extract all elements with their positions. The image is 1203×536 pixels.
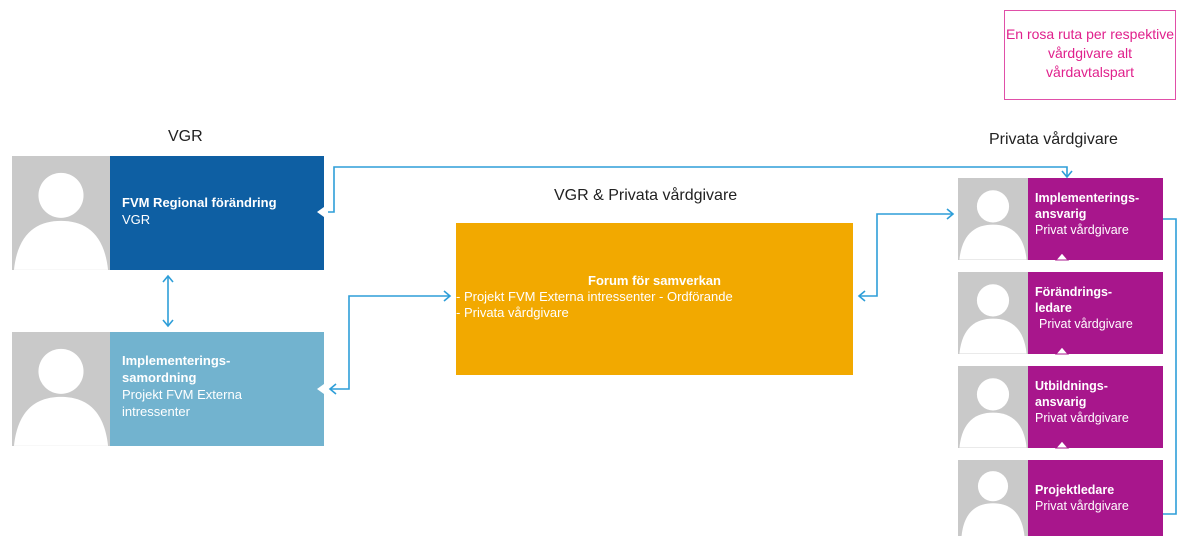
person-silhouette-icon xyxy=(958,272,1028,354)
card-subtitle: Privat vårdgivare xyxy=(1035,223,1129,237)
forum-text: Forum för samverkan - Projekt FVM Extern… xyxy=(456,273,853,321)
card-title: Utbildnings-ansvarig xyxy=(1035,379,1108,409)
private-heading: Privata vårdgivare xyxy=(989,131,1118,148)
arrowhead-icon xyxy=(162,319,174,328)
connector-forum-to-coordination xyxy=(330,295,450,390)
role-card-change-leader: Förändrings-ledare Privat vårdgivare xyxy=(958,272,1163,354)
person-silhouette-icon xyxy=(958,366,1028,448)
card-subtitle: VGR xyxy=(122,212,151,227)
shared-heading: VGR & Privata vårdgivare xyxy=(554,187,738,204)
private-group-bracket xyxy=(1163,218,1177,515)
card-subtitle: Privat vårdgivare xyxy=(1035,411,1129,425)
card-subtitle: Privat vårdgivare xyxy=(1035,499,1129,513)
card-title: FVM Regional förändring xyxy=(122,195,277,210)
card-subtitle: Projekt FVM Externa intressenter xyxy=(122,387,242,419)
vgr-heading: VGR xyxy=(168,128,203,145)
person-silhouette-icon xyxy=(12,332,110,446)
arrowhead-icon xyxy=(443,290,452,302)
person-silhouette-icon xyxy=(958,178,1028,260)
person-silhouette-icon xyxy=(12,156,110,270)
role-card-training: Utbildnings-ansvarig Privat vårdgivare xyxy=(958,366,1163,448)
forum-member-line: - Projekt FVM Externa intressenter - Ord… xyxy=(456,289,733,304)
legend-note: En rosa ruta per respektive vårdgivare a… xyxy=(1004,10,1176,100)
person-silhouette-icon xyxy=(958,460,1028,536)
card-title: Implementerings-ansvarig xyxy=(1035,191,1140,221)
regional-change-text: FVM Regional förändring VGR xyxy=(110,156,324,270)
arrowhead-icon xyxy=(162,274,174,283)
card-subtitle: Privat vårdgivare xyxy=(1039,317,1133,331)
connector-forum-to-private xyxy=(859,213,953,297)
role-card-implementation: Implementerings-ansvarig Privat vårdgiva… xyxy=(958,178,1163,260)
arrowhead-icon xyxy=(857,290,866,302)
card-title: Projektledare xyxy=(1035,483,1115,497)
implementation-coordination-text: Implementerings-samordning Projekt FVM E… xyxy=(110,332,324,446)
arrowhead-icon xyxy=(1061,170,1073,179)
role-card-project-leader: Projektledare Privat vårdgivare xyxy=(958,460,1163,536)
arrowhead-icon xyxy=(328,383,337,395)
card-title: Förändrings-ledare xyxy=(1035,285,1113,315)
forum-title: Forum för samverkan xyxy=(588,273,721,288)
arrowhead-icon xyxy=(946,208,955,220)
forum-card: Forum för samverkan - Projekt FVM Extern… xyxy=(456,223,853,375)
forum-member-line: - Privata vårdgivare xyxy=(456,305,569,320)
implementation-coordination-card: Implementerings-samordning Projekt FVM E… xyxy=(12,332,324,446)
regional-change-card: FVM Regional förändring VGR xyxy=(12,156,324,270)
card-title: Implementerings-samordning xyxy=(122,353,231,385)
